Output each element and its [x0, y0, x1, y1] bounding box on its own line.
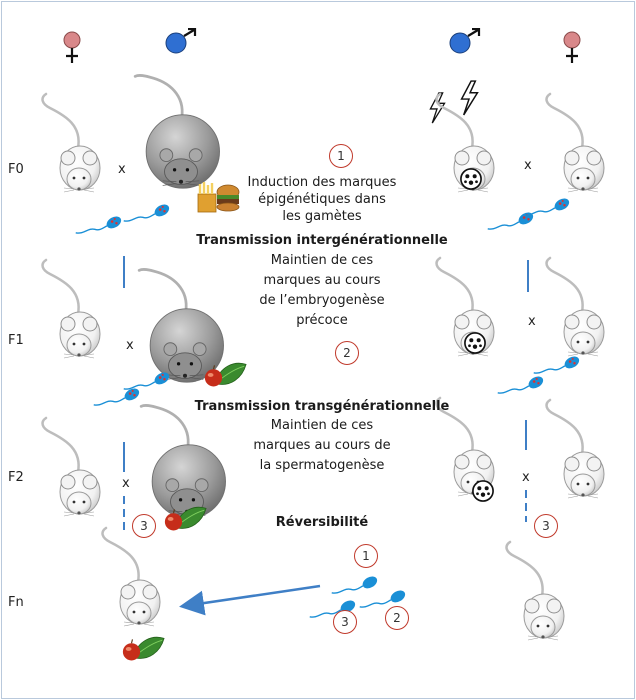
female-symbol-icon	[562, 30, 582, 64]
transgenerational-text-line1: Maintien de ces	[270, 418, 374, 433]
reversibility-title: Réversibilité	[275, 515, 369, 530]
induction-text-line3: les gamètes	[282, 209, 362, 224]
mouse-icon	[505, 540, 566, 642]
toxic-badge-icon	[464, 332, 486, 354]
cross-symbol: x	[524, 158, 532, 173]
step-number-1: 1	[329, 144, 353, 168]
generation-label-f0: F0	[8, 162, 24, 177]
step-number-3-left: 3	[132, 514, 156, 538]
lightning-icon	[460, 80, 479, 116]
cross-symbol: x	[522, 470, 530, 485]
reversibility-number-3: 3	[333, 610, 357, 634]
intergenerational-text-line1: Maintien de ces	[270, 253, 374, 268]
intergenerational-text-line3: de l’embryogenèse	[259, 293, 385, 308]
toxic-badge-icon	[472, 480, 494, 502]
intergenerational-text-line4: précoce	[296, 313, 348, 328]
mouse-icon	[41, 416, 102, 518]
sperm-icon	[359, 587, 408, 608]
mouse-icon	[41, 258, 102, 360]
generation-label-f2: F2	[8, 470, 24, 485]
transgenerational-title: Transmission transgénérationnelle	[194, 399, 450, 414]
sperm-icon	[487, 209, 536, 230]
female-symbol-icon	[62, 30, 82, 64]
intergenerational-text-line2: marques au cours	[263, 273, 381, 288]
toxic-badge-icon	[460, 168, 482, 190]
intergenerational-title: Transmission intergénérationnelle	[196, 233, 448, 248]
male-symbol-icon	[164, 28, 197, 54]
mouse-icon	[545, 398, 606, 500]
male-symbol-icon	[448, 28, 481, 54]
reversibility-number-1: 1	[354, 544, 378, 568]
transgenerational-text-line3: la spermatogenèse	[259, 458, 385, 473]
step-number-2: 2	[335, 341, 359, 365]
sperm-icon	[75, 213, 124, 234]
reversibility-arrow	[179, 584, 321, 616]
cross-symbol: x	[118, 162, 126, 177]
sperm-icon	[523, 195, 572, 216]
sperm-icon	[533, 353, 582, 374]
induction-text-line1: Induction des marques	[247, 175, 397, 190]
sperm-icon	[497, 373, 546, 394]
mouse-icon	[101, 526, 162, 628]
fat-mouse-icon	[133, 73, 221, 190]
transgenerational-text-line2: marques au cours de	[253, 438, 391, 453]
cross-symbol: x	[122, 476, 130, 491]
generation-label-f1: F1	[8, 333, 24, 348]
generation-label-fn: Fn	[8, 595, 24, 610]
healthy-food-icon	[122, 636, 165, 662]
induction-text-line2: épigénétiques dans	[258, 192, 386, 207]
sperm-icon	[123, 201, 172, 222]
reversibility-number-2: 2	[385, 606, 409, 630]
cross-symbol: x	[126, 338, 134, 353]
sperm-icon	[331, 573, 380, 594]
mouse-icon	[41, 92, 102, 194]
sperm-icon	[93, 385, 142, 406]
mouse-icon	[545, 256, 606, 358]
sperm-icon	[123, 369, 172, 390]
step-number-3-right: 3	[534, 514, 558, 538]
cross-symbol: x	[528, 314, 536, 329]
mouse-icon	[545, 92, 606, 194]
